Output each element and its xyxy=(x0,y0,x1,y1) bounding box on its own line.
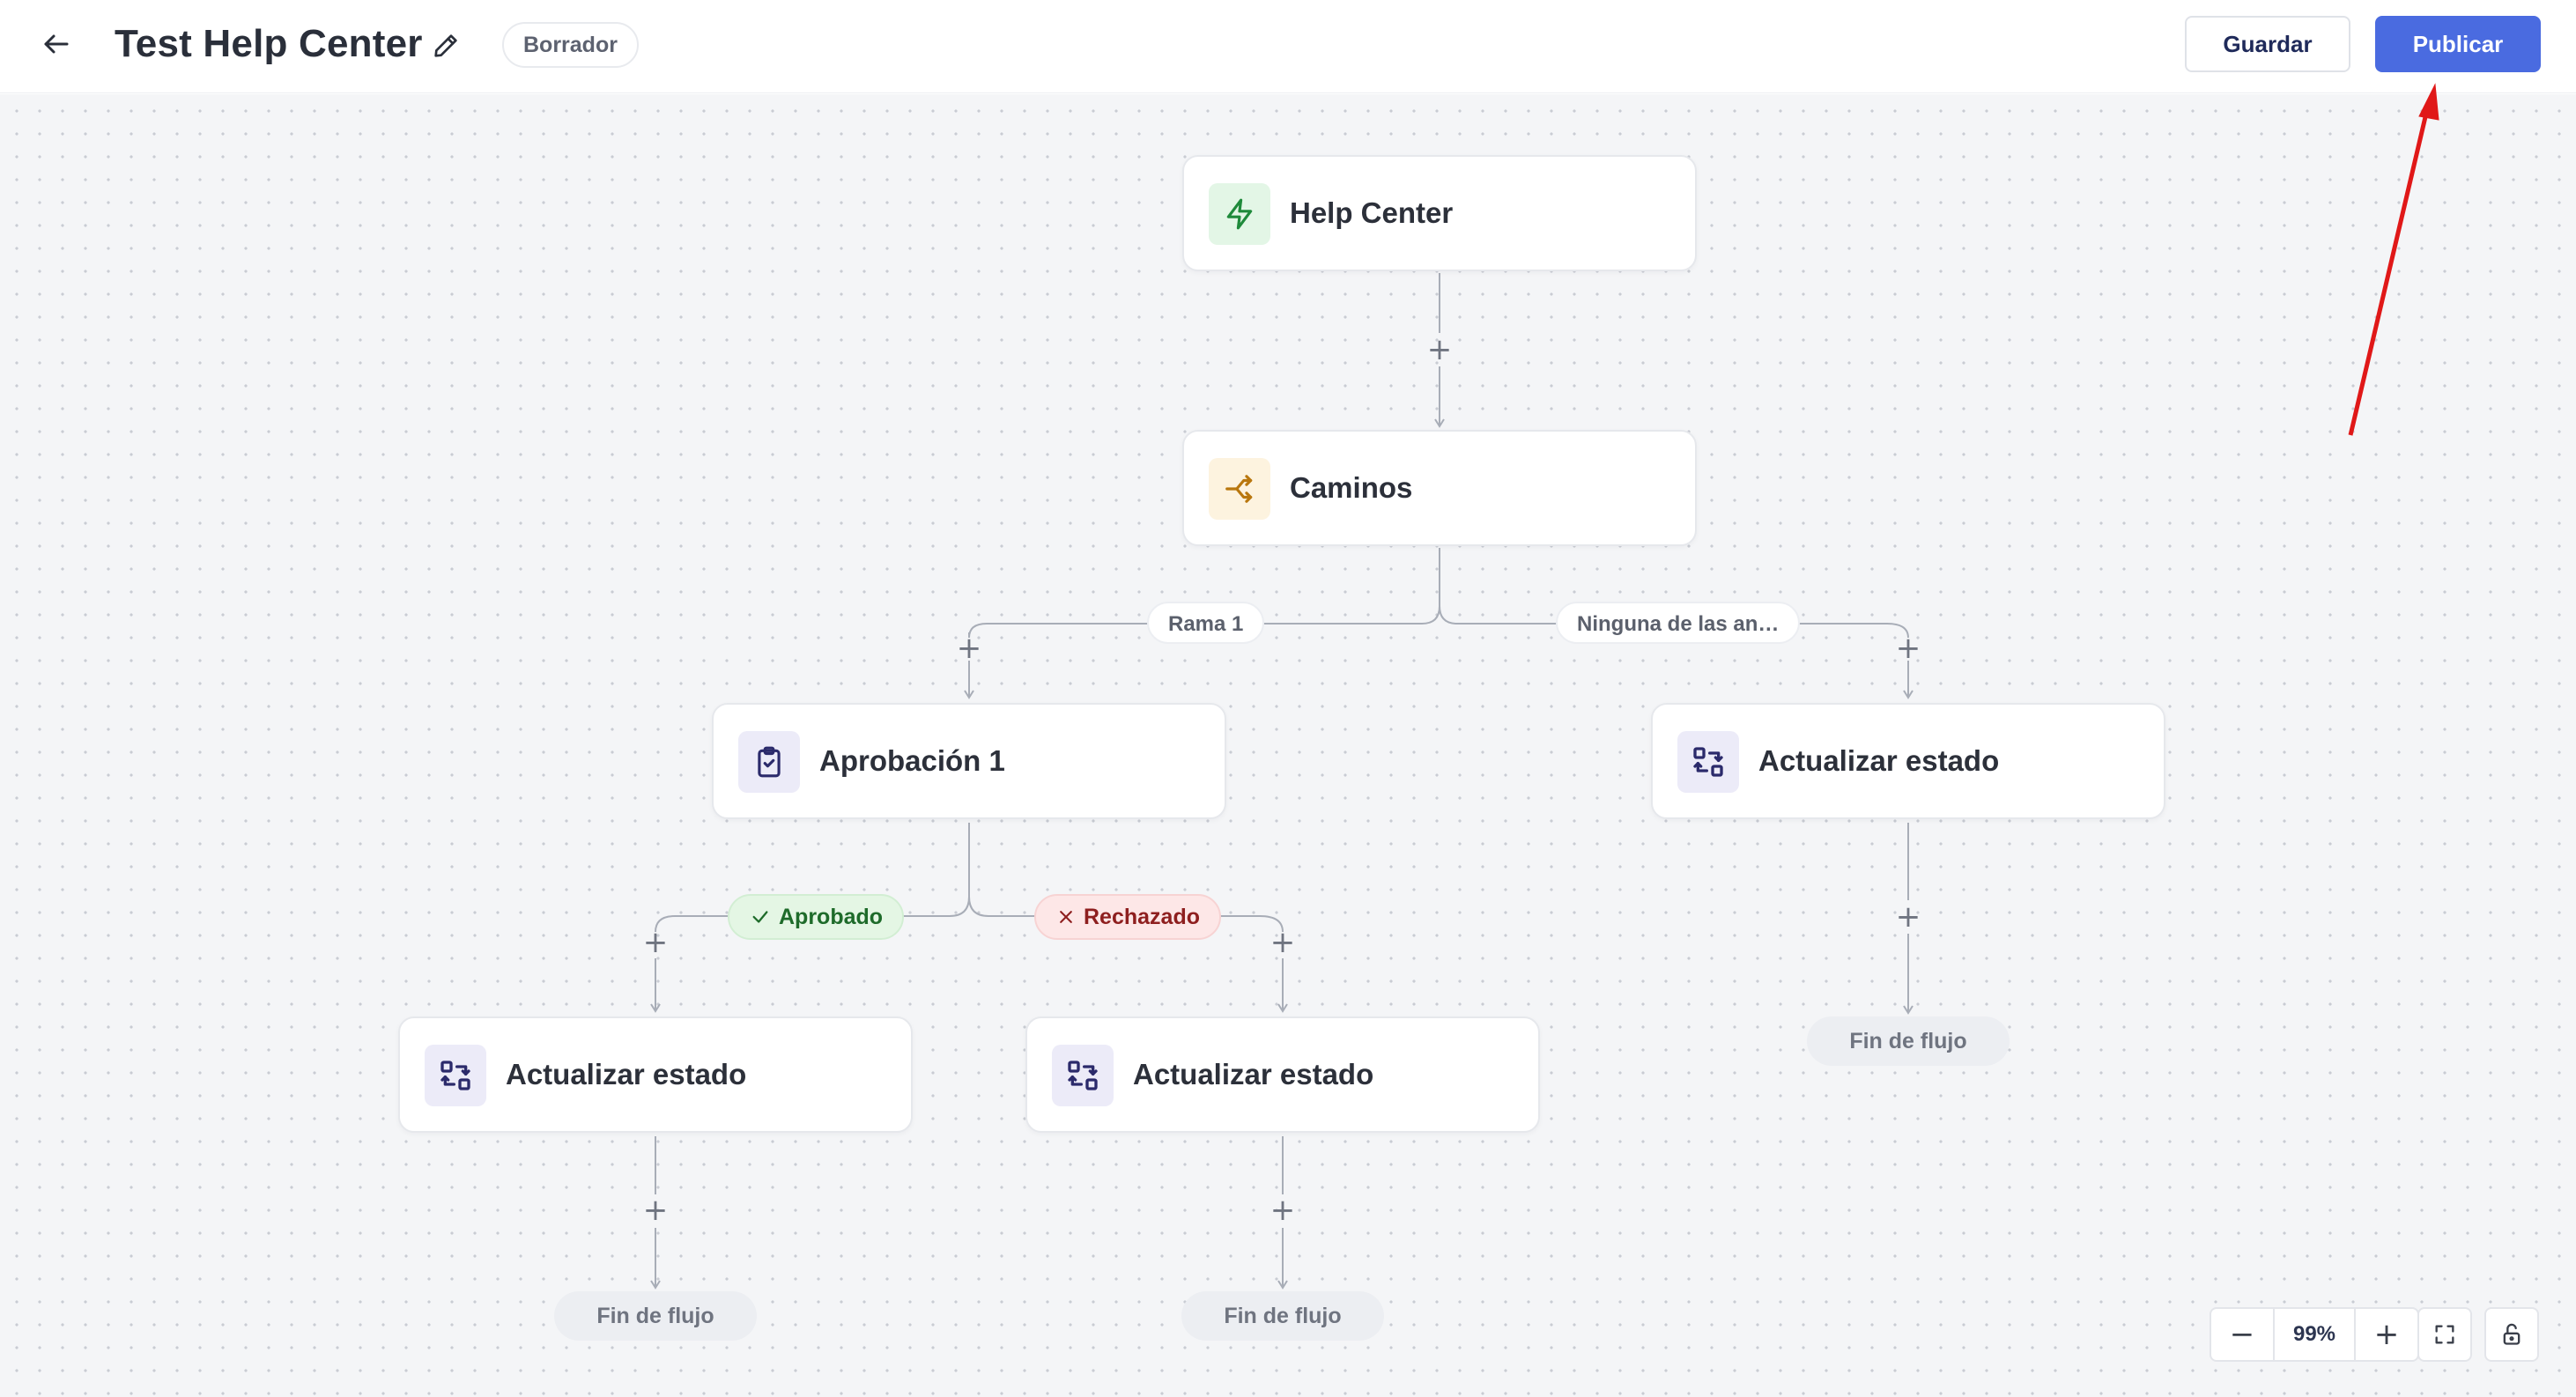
add-step-button[interactable]: + xyxy=(1269,925,1296,960)
status-badge: Borrador xyxy=(502,22,639,68)
edit-title-button[interactable] xyxy=(426,26,465,65)
swap-status-icon xyxy=(425,1045,486,1106)
node-label: Actualizar estado xyxy=(506,1058,747,1090)
zoom-controls: − 99% + xyxy=(2210,1307,2419,1362)
arrow-left-icon xyxy=(44,34,69,54)
end-of-flow: Fin de flujo xyxy=(554,1291,757,1341)
add-step-button[interactable]: + xyxy=(1269,1193,1296,1228)
branch-icon xyxy=(1209,458,1270,520)
page-title: Test Help Center xyxy=(115,22,423,65)
back-button[interactable] xyxy=(32,23,81,65)
zoom-level: 99% xyxy=(2273,1309,2356,1360)
zoom-out-button[interactable]: − xyxy=(2229,1317,2255,1352)
node-label: Help Center xyxy=(1290,196,1454,229)
flow-canvas[interactable] xyxy=(0,94,2576,1397)
node-label: Actualizar estado xyxy=(1758,744,2000,777)
node-label: Aprobación 1 xyxy=(819,744,1005,777)
node-label: Caminos xyxy=(1290,471,1413,504)
unlock-icon xyxy=(2503,1323,2520,1345)
publish-button[interactable]: Publicar xyxy=(2375,16,2541,72)
outcome-label: Rechazado xyxy=(1084,905,1200,929)
paths-node[interactable]: Caminos xyxy=(1182,430,1697,546)
approval-node[interactable]: Aprobación 1 xyxy=(712,703,1226,819)
clipboard-check-icon xyxy=(738,731,800,793)
end-of-flow: Fin de flujo xyxy=(1181,1291,1384,1341)
end-of-flow: Fin de flujo xyxy=(1807,1016,2010,1066)
branch-label-otherwise[interactable]: Ninguna de las an… xyxy=(1556,602,1801,644)
trigger-node-help-center[interactable]: Help Center xyxy=(1182,155,1697,271)
check-icon xyxy=(752,911,768,923)
outcome-rejected[interactable]: Rechazado xyxy=(1034,894,1221,940)
add-step-button[interactable]: + xyxy=(956,631,982,666)
outcome-label: Aprobado xyxy=(779,905,884,929)
add-step-button[interactable]: + xyxy=(642,1193,669,1228)
pencil-icon xyxy=(434,34,457,57)
zoom-in-button[interactable]: + xyxy=(2373,1317,2400,1352)
close-icon xyxy=(1060,911,1072,923)
update-status-node[interactable]: Actualizar estado xyxy=(398,1016,913,1133)
add-step-button[interactable]: + xyxy=(1426,332,1453,367)
branch-label-rama-1[interactable]: Rama 1 xyxy=(1147,602,1265,644)
update-status-node[interactable]: Actualizar estado xyxy=(1025,1016,1540,1133)
top-bar: Test Help Center Borrador Guardar Public… xyxy=(0,0,2576,93)
add-step-button[interactable]: + xyxy=(1895,631,1921,666)
swap-status-icon xyxy=(1677,731,1739,793)
add-step-button[interactable]: + xyxy=(1895,899,1921,935)
lock-toggle-button[interactable] xyxy=(2484,1307,2539,1362)
swap-status-icon xyxy=(1052,1045,1114,1106)
fit-view-button[interactable] xyxy=(2417,1307,2472,1362)
outcome-approved[interactable]: Aprobado xyxy=(728,894,905,940)
bolt-icon xyxy=(1209,183,1270,245)
add-step-button[interactable]: + xyxy=(642,925,669,960)
fullscreen-icon xyxy=(2435,1325,2454,1344)
save-button[interactable]: Guardar xyxy=(2185,16,2350,72)
update-status-node[interactable]: Actualizar estado xyxy=(1651,703,2165,819)
node-label: Actualizar estado xyxy=(1133,1058,1374,1090)
